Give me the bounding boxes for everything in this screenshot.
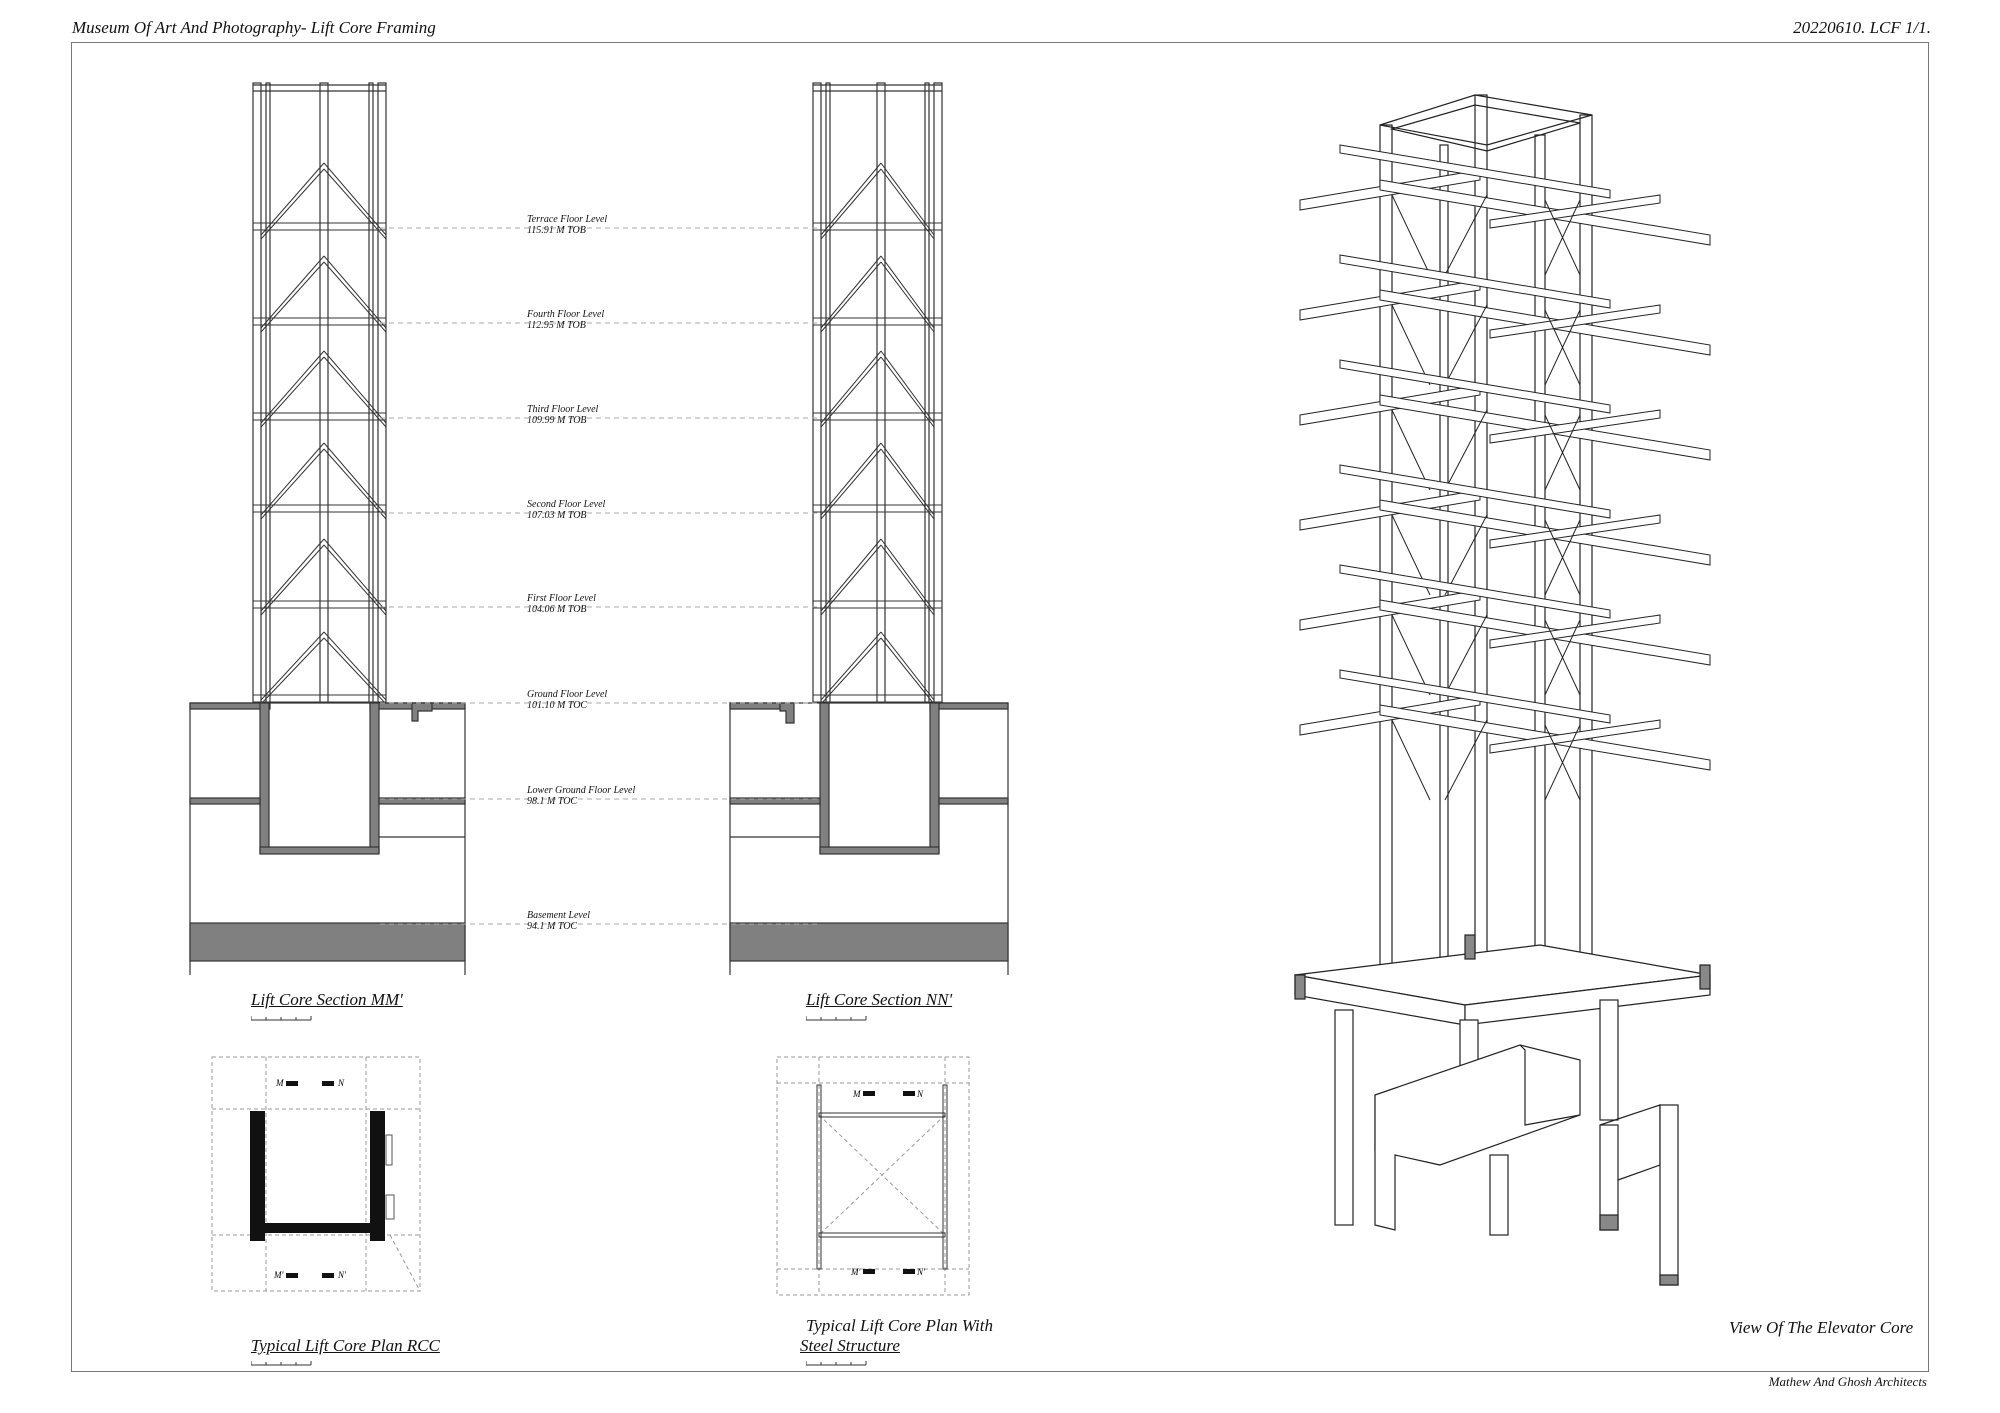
floor-beam xyxy=(252,412,387,421)
level-name: First Floor Level xyxy=(527,593,596,604)
level-name: Ground Floor Level xyxy=(527,689,608,700)
scale-bar-plan-steel xyxy=(806,1361,867,1366)
iso-beam xyxy=(1339,669,1611,724)
scale-bar-mm xyxy=(251,1016,312,1021)
level-value: 101.10 M TOC xyxy=(527,700,588,711)
level-value: 94.1 M TOC xyxy=(527,921,578,932)
caption-section-mm: Lift Core Section MM' xyxy=(251,990,403,1009)
level-name: Terrace Floor Level xyxy=(527,214,608,225)
marker-n-top-steel: N xyxy=(916,1089,924,1099)
marker-m-top-steel: M xyxy=(852,1089,861,1099)
level-value: 107.03 M TOB xyxy=(527,510,587,521)
level-name: Lower Ground Floor Level xyxy=(527,785,636,796)
iso-bracing xyxy=(1391,304,1581,386)
floor-beam xyxy=(812,504,943,513)
marker-m-top: M xyxy=(275,1078,284,1088)
level-value: 109.99 M TOB xyxy=(527,415,587,426)
level-name: Second Floor Level xyxy=(527,499,606,510)
caption-plan-steel-1: Typical Lift Core Plan With xyxy=(806,1316,993,1335)
architect-credit: Mathew And Ghosh Architects xyxy=(1768,1374,1927,1389)
floor-beam xyxy=(252,600,387,609)
floor-beam xyxy=(252,222,387,231)
level-value: 112.95 M TOB xyxy=(527,320,586,331)
level-value: 115.91 M TOB xyxy=(527,225,586,236)
iso-bracing xyxy=(1391,719,1581,801)
level-name: Basement Level xyxy=(527,910,591,921)
sheet-number: 20220610. LCF 1/1. xyxy=(1793,18,1931,37)
iso-beam xyxy=(1339,144,1611,199)
iso-bracing xyxy=(1391,409,1581,491)
marker-n-bottom-steel: N' xyxy=(916,1267,926,1277)
scale-bar-nn xyxy=(806,1016,867,1021)
level-value: 98.1 M TOC xyxy=(527,796,578,807)
floor-beam xyxy=(252,694,387,703)
marker-n-bottom: N' xyxy=(337,1270,347,1280)
floor-beam xyxy=(252,317,387,326)
section-nn-drawing xyxy=(729,82,1009,975)
floor-beam xyxy=(812,222,943,231)
scale-bar-plan-rcc xyxy=(251,1361,312,1366)
floor-beam xyxy=(812,317,943,326)
iso-beam xyxy=(1339,254,1611,309)
level-name: Fourth Floor Level xyxy=(527,309,605,320)
iso-beam xyxy=(1339,359,1611,414)
isometric-core-view xyxy=(1294,94,1711,1286)
floor-beam xyxy=(252,504,387,513)
level-name: Third Floor Level xyxy=(527,404,599,415)
iso-bracing xyxy=(1391,614,1581,696)
floor-beam xyxy=(812,412,943,421)
marker-n-top: N xyxy=(337,1078,345,1088)
sheet-border xyxy=(71,42,1929,1372)
level-value: 104.06 M TOB xyxy=(527,604,587,615)
caption-view-core: View Of The Elevator Core xyxy=(1729,1318,1914,1337)
floor-beam xyxy=(812,600,943,609)
iso-beam xyxy=(1339,464,1611,519)
iso-bracing xyxy=(1391,194,1581,276)
caption-plan-steel-2: Steel Structure xyxy=(800,1336,900,1355)
iso-bracing xyxy=(1391,514,1581,596)
caption-section-nn: Lift Core Section NN' xyxy=(806,990,953,1009)
marker-m-bottom-steel: M' xyxy=(850,1267,861,1277)
section-mm-drawing xyxy=(189,82,466,975)
iso-beam xyxy=(1339,564,1611,619)
floor-beam xyxy=(812,694,943,703)
drawing-title: Museum Of Art And Photography- Lift Core… xyxy=(72,18,436,37)
plan-rcc-drawing: M N M' N' xyxy=(211,1056,421,1292)
caption-plan-rcc: Typical Lift Core Plan RCC xyxy=(251,1336,440,1355)
plan-steel-drawing: M N M' N' xyxy=(776,1056,970,1296)
marker-m-bottom: M' xyxy=(273,1270,284,1280)
